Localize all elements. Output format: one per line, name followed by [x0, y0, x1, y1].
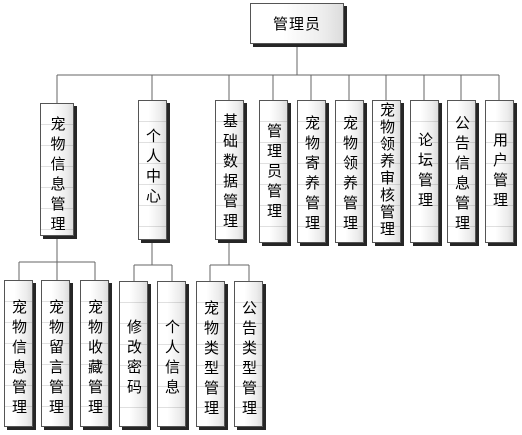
node-label: 宠物寄养管理 — [303, 115, 321, 235]
node-label: 个人信息 — [163, 319, 181, 399]
node-label: 公告类型管理 — [240, 300, 258, 420]
node-change-password[interactable]: 修改密码 — [119, 281, 148, 427]
node-label: 论坛管理 — [416, 132, 434, 212]
node-pet-boarding-management[interactable]: 宠物寄养管理 — [297, 100, 326, 243]
node-basic-data-management[interactable]: 基础数据管理 — [215, 100, 244, 240]
node-label: 基础数据管理 — [221, 113, 239, 233]
node-forum-management[interactable]: 论坛管理 — [410, 100, 439, 243]
node-label: 宠物信息管理 — [10, 299, 28, 419]
node-personal-center[interactable]: 个人中心 — [138, 100, 167, 240]
node-pet-adoption-management[interactable]: 宠物领养管理 — [335, 100, 364, 243]
node-label: 宠物领养审核管理 — [378, 102, 396, 238]
node-label: 宠物信息管理 — [48, 116, 67, 236]
node-label: 修改密码 — [125, 319, 143, 399]
node-pet-message-management[interactable]: 宠物留言管理 — [41, 280, 70, 427]
node-pet-favorite-management[interactable]: 宠物收藏管理 — [80, 280, 109, 427]
node-label: 宠物收藏管理 — [86, 299, 104, 419]
node-pet-info-management[interactable]: 宠物信息管理 — [40, 103, 74, 236]
node-label: 公告信息管理 — [453, 115, 471, 235]
root-label: 管理员 — [272, 15, 321, 33]
node-label: 个人中心 — [144, 128, 162, 208]
node-admin-management[interactable]: 管理员管理 — [259, 100, 288, 243]
node-pet-type-management[interactable]: 宠物类型管理 — [196, 281, 225, 427]
node-label: 用户管理 — [491, 132, 509, 212]
node-label: 宠物留言管理 — [47, 299, 65, 419]
node-notice-info-management[interactable]: 公告信息管理 — [447, 100, 476, 243]
node-label: 管理员管理 — [265, 123, 283, 223]
node-pet-adoption-review-management[interactable]: 宠物领养审核管理 — [372, 100, 401, 243]
node-label: 宠物领养管理 — [341, 115, 359, 235]
node-user-management[interactable]: 用户管理 — [485, 100, 514, 243]
node-pet-info-management-sub[interactable]: 宠物信息管理 — [4, 280, 33, 427]
node-notice-type-management[interactable]: 公告类型管理 — [234, 281, 263, 427]
root-node[interactable]: 管理员 — [250, 3, 344, 44]
node-personal-info[interactable]: 个人信息 — [157, 281, 186, 427]
node-label: 宠物类型管理 — [202, 300, 220, 420]
